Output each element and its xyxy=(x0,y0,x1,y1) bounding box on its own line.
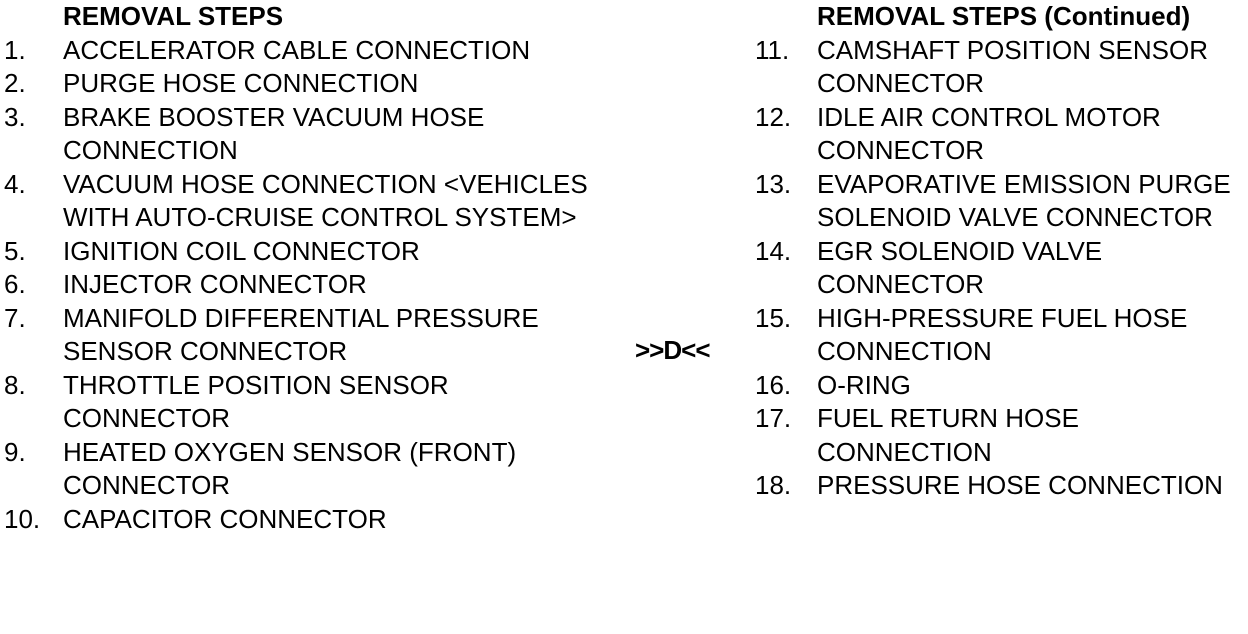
step-item: 13. EVAPORATIVE EMISSION PURGE SOLENOID V… xyxy=(745,168,1248,235)
step-number: 15. xyxy=(755,302,792,333)
step-number: 6. xyxy=(4,269,26,299)
step-item: 4. VACUUM HOSE CONNECTION <VEHICLES WITH … xyxy=(0,168,610,235)
step-item: 11. CAMSHAFT POSITION SENSOR CONNECTOR xyxy=(745,34,1248,101)
step-number: 12. xyxy=(755,101,792,132)
step-item: 1. ACCELERATOR CABLE CONNECTION xyxy=(0,34,610,68)
step-number: 13. xyxy=(755,168,792,199)
step-item: 3. BRAKE BOOSTER VACUUM HOSE CONNECTION xyxy=(0,101,610,168)
step-item: 7. MANIFOLD DIFFERENTIAL PRESSURE SENSOR … xyxy=(0,302,610,369)
reference-marker: >>D<< xyxy=(635,335,711,365)
step-label: EGR SOLENOID VALVE CONNECTOR xyxy=(817,235,1110,300)
step-item: 12. IDLE AIR CONTROL MOTOR CONNECTOR xyxy=(745,101,1248,168)
right-column-header: REMOVAL STEPS (Continued) xyxy=(817,1,1191,31)
step-label: CAMSHAFT POSITION SENSOR CONNECTOR xyxy=(817,34,1216,99)
step-number: 10. xyxy=(4,503,41,534)
step-label: FUEL RETURN HOSE CONNECTION xyxy=(817,403,1087,467)
step-label: THROTTLE POSITION SENSOR CONNECTOR xyxy=(63,369,456,434)
step-label: INJECTOR CONNECTOR xyxy=(63,269,367,299)
right-steps-column: REMOVAL STEPS (Continued) 11. CAMSHAFT PO… xyxy=(745,0,1248,503)
step-label: MANIFOLD DIFFERENTIAL PRESSURE SENSOR CO… xyxy=(63,302,547,367)
step-label: VACUUM HOSE CONNECTION <VEHICLES WITH AU… xyxy=(63,168,595,233)
step-item: 10. CAPACITOR CONNECTOR xyxy=(0,503,610,537)
step-item: 16. O-RING xyxy=(745,369,1248,403)
step-number: 7. xyxy=(4,302,26,333)
step-number: 9. xyxy=(4,436,26,467)
step-number: 11. xyxy=(755,34,790,65)
left-column-header: REMOVAL STEPS xyxy=(63,1,284,31)
step-label: CAPACITOR CONNECTOR xyxy=(63,503,387,534)
step-label: ACCELERATOR CABLE CONNECTION xyxy=(63,34,531,65)
step-number: 14. xyxy=(755,235,792,266)
step-item: 14. EGR SOLENOID VALVE CONNECTOR xyxy=(745,235,1248,302)
step-label: PURGE HOSE CONNECTION xyxy=(63,68,419,98)
step-item: 9. HEATED OXYGEN SENSOR (FRONT) CONNECTOR xyxy=(0,436,610,503)
step-item: 2. PURGE HOSE CONNECTION xyxy=(0,67,610,101)
left-steps-list: 1. ACCELERATOR CABLE CONNECTION 2. PURGE HO… xyxy=(0,34,610,537)
step-item: 6. INJECTOR CONNECTOR xyxy=(0,268,610,302)
step-label: O-RING xyxy=(817,369,911,400)
step-number: 5. xyxy=(4,235,26,266)
step-label: PRESSURE HOSE CONNECTION xyxy=(817,470,1223,500)
step-item: 5. IGNITION COIL CONNECTOR xyxy=(0,235,610,269)
step-label: HIGH-PRESSURE FUEL HOSE CONNECTION xyxy=(817,302,1195,367)
left-steps-column: REMOVAL STEPS 1. ACCELERATOR CABLE CONNEC… xyxy=(0,0,610,536)
step-item: 17. FUEL RETURN HOSE CONNECTION xyxy=(745,402,1248,469)
step-label: IGNITION COIL CONNECTOR xyxy=(63,235,420,266)
step-number: 16. xyxy=(755,369,792,400)
step-number: 4. xyxy=(4,168,26,199)
step-number: 2. xyxy=(4,68,26,98)
step-label: IDLE AIR CONTROL MOTOR CONNECTOR xyxy=(817,101,1169,166)
step-item: 8. THROTTLE POSITION SENSOR CONNECTOR xyxy=(0,369,610,436)
step-label: BRAKE BOOSTER VACUUM HOSE CONNECTION xyxy=(63,101,492,166)
step-number: 3. xyxy=(4,101,26,132)
step-label: HEATED OXYGEN SENSOR (FRONT) CONNECTOR xyxy=(63,436,524,501)
step-item: 15. HIGH-PRESSURE FUEL HOSE CONNECTION xyxy=(745,302,1248,369)
step-item: 18. PRESSURE HOSE CONNECTION xyxy=(745,469,1248,503)
step-number: 8. xyxy=(4,369,26,400)
step-number: 18. xyxy=(755,470,792,500)
step-number: 1. xyxy=(4,34,26,65)
step-number: 17. xyxy=(755,403,792,433)
step-label: EVAPORATIVE EMISSION PURGE SOLENOID VALV… xyxy=(817,168,1238,233)
